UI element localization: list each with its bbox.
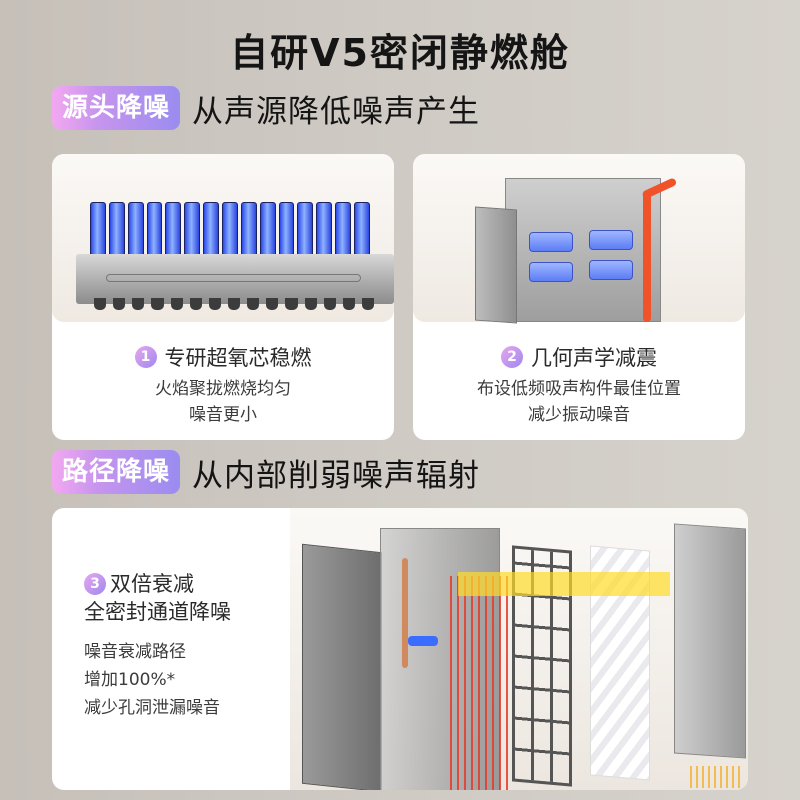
section-badge: 源头降噪 [52,86,181,130]
section-badge: 路径降噪 [52,450,181,494]
feature-card-sealed-channel: 3 双倍衰减 全密封通道降噪 噪音衰减路径 增加100%* 减少孔洞泄漏噪音 [52,508,748,790]
exploded-view-illustration [290,508,748,790]
section-header-source: 源头降噪 从声源降低噪声产生 [52,86,480,130]
feature-card-acoustic: 2 几何声学减震 布设低频吸声构件最佳位置 减少振动噪音 [413,154,745,440]
copper-pipe-icon [402,558,408,668]
page-title: 自研V5密闭静燃舱 [230,31,570,75]
section-subtitle: 从声源降低噪声产生 [192,93,481,130]
noise-path-lines-icon [450,576,510,790]
card-heading-text: 专研超氧芯稳燃 [164,346,312,370]
noise-band-icon [458,572,670,596]
desc-line: 噪音更小 [189,405,257,425]
desc-line: 减少孔洞泄漏噪音 [84,698,220,718]
desc-line: 噪音衰减路径 [84,642,186,662]
cabinet-icon [475,177,695,324]
section-subtitle: 从内部削弱噪声辐射 [192,457,481,494]
section-header-path: 路径降噪 从内部削弱噪声辐射 [52,450,480,494]
card-heading: 2 几何声学减震 [413,342,745,372]
noise-path-lines-icon [690,766,740,788]
cabinet-illustration [413,154,745,324]
desc-line: 减少振动噪音 [528,405,630,425]
burner-icon [76,194,394,319]
front-cover-icon [302,543,382,790]
feature-card-burner: 1 专研超氧芯稳燃 火焰聚拢燃烧均匀 噪音更小 [52,154,394,440]
burner-illustration [52,154,394,322]
flame-icon [408,636,438,646]
number-badge-icon: 3 [84,573,106,595]
card-heading-text: 全密封通道降噪 [84,600,231,624]
back-plate-icon [674,523,746,759]
card-description: 噪音衰减路径 增加100%* 减少孔洞泄漏噪音 [84,638,220,722]
number-badge-icon: 2 [501,346,523,368]
number-badge-icon: 1 [134,346,157,368]
card-heading-text: 几何声学减震 [531,346,657,370]
card-description: 布设低频吸声构件最佳位置 减少振动噪音 [413,376,745,428]
desc-line: 增加100%* [84,670,176,690]
card-heading-text: 双倍衰减 [110,572,194,596]
card-description: 火焰聚拢燃烧均匀 噪音更小 [52,376,394,428]
card-heading: 1 专研超氧芯稳燃 [52,342,394,372]
desc-line: 布设低频吸声构件最佳位置 [477,379,681,399]
card-heading: 3 双倍衰减 全密封通道降噪 [84,570,231,626]
desc-line: 火焰聚拢燃烧均匀 [155,379,291,399]
